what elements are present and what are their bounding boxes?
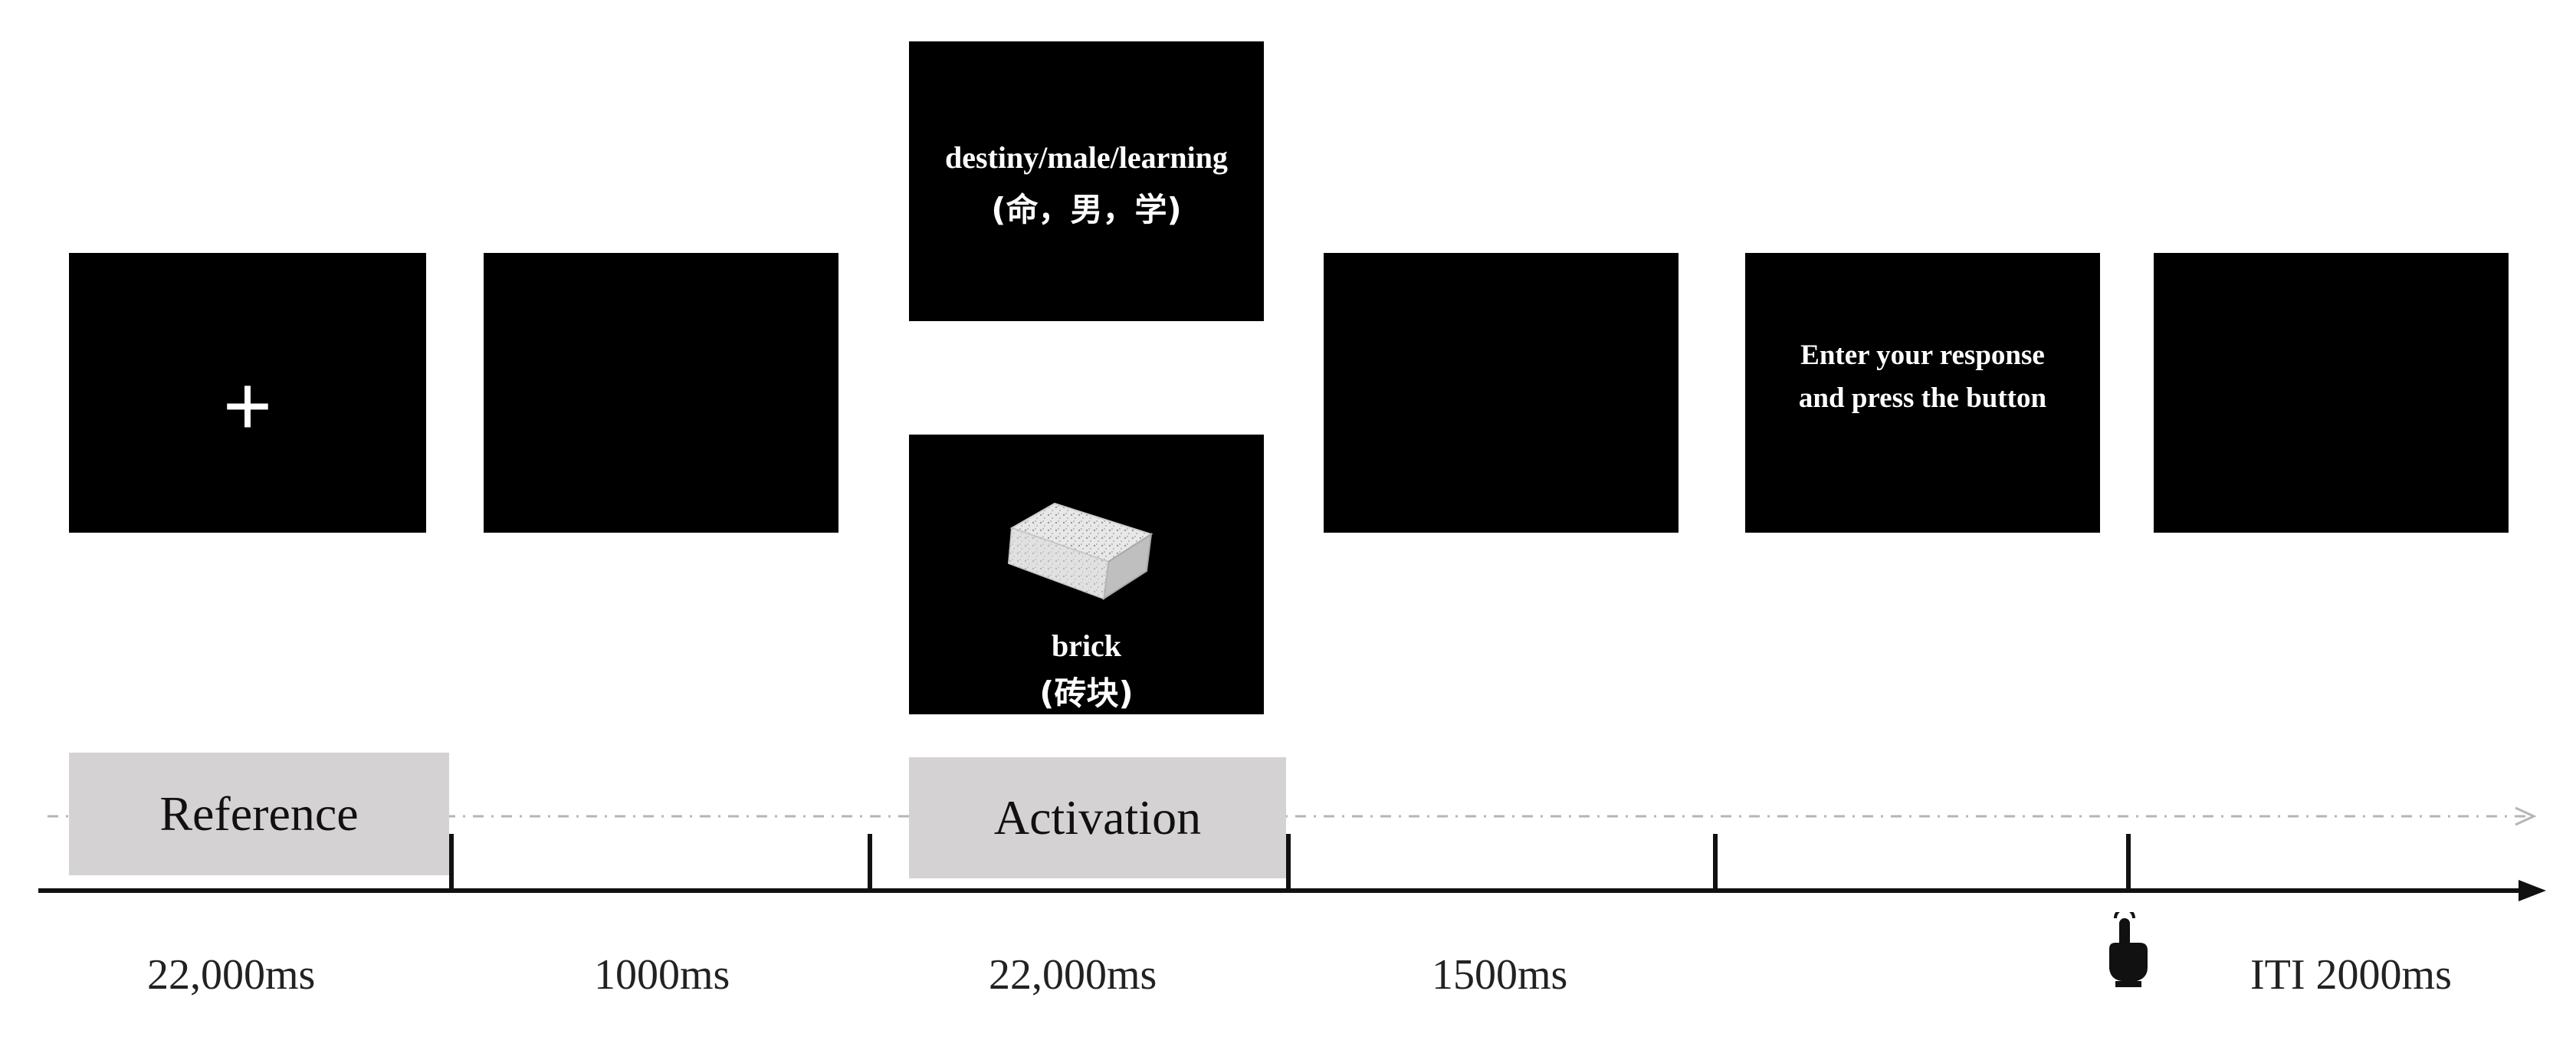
blank-screen-1: [484, 253, 838, 533]
word-stimulus-english: destiny/male/learning: [945, 140, 1228, 175]
fixation-screen: +: [69, 253, 426, 533]
duration-iti: ITI 2000ms: [2250, 951, 2452, 999]
response-screen: Enter your response and press the button: [1745, 253, 2100, 533]
dashed-guide-arrow: [48, 806, 2537, 826]
finger-press-icon: [2109, 912, 2148, 987]
duration-blank-2: 1500ms: [1432, 951, 1568, 999]
iti-screen: [2154, 253, 2509, 533]
fixation-cross: +: [222, 359, 273, 453]
object-stimulus-english: brick: [1051, 628, 1122, 663]
reference-phase-label: Reference: [69, 753, 449, 875]
response-prompt-line1: Enter your response: [1800, 340, 2045, 371]
duration-activation: 22,000ms: [989, 951, 1157, 999]
word-stimulus-screen: destiny/male/learning (命，男，学): [909, 41, 1264, 321]
object-stimulus-chinese: (砖块): [1039, 674, 1134, 712]
timeline-tick-3: [1286, 834, 1291, 889]
timeline-tick-2: [868, 834, 872, 889]
brick-image: [1007, 502, 1153, 600]
blank-screen-2: [1324, 253, 1679, 533]
object-stimulus-screen: brick (砖块): [909, 435, 1264, 714]
timeline-tick-5: [2126, 834, 2131, 889]
response-prompt-line2: and press the button: [1798, 382, 2047, 414]
timeline-tick-1: [449, 834, 454, 889]
duration-blank-1: 1000ms: [594, 951, 730, 999]
word-stimulus-chinese: (命，男，学): [991, 191, 1182, 228]
timeline-axis: [38, 880, 2546, 901]
timeline-tick-4: [1713, 834, 1718, 889]
duration-reference: 22,000ms: [147, 951, 316, 999]
activation-phase-label: Activation: [909, 757, 1286, 878]
